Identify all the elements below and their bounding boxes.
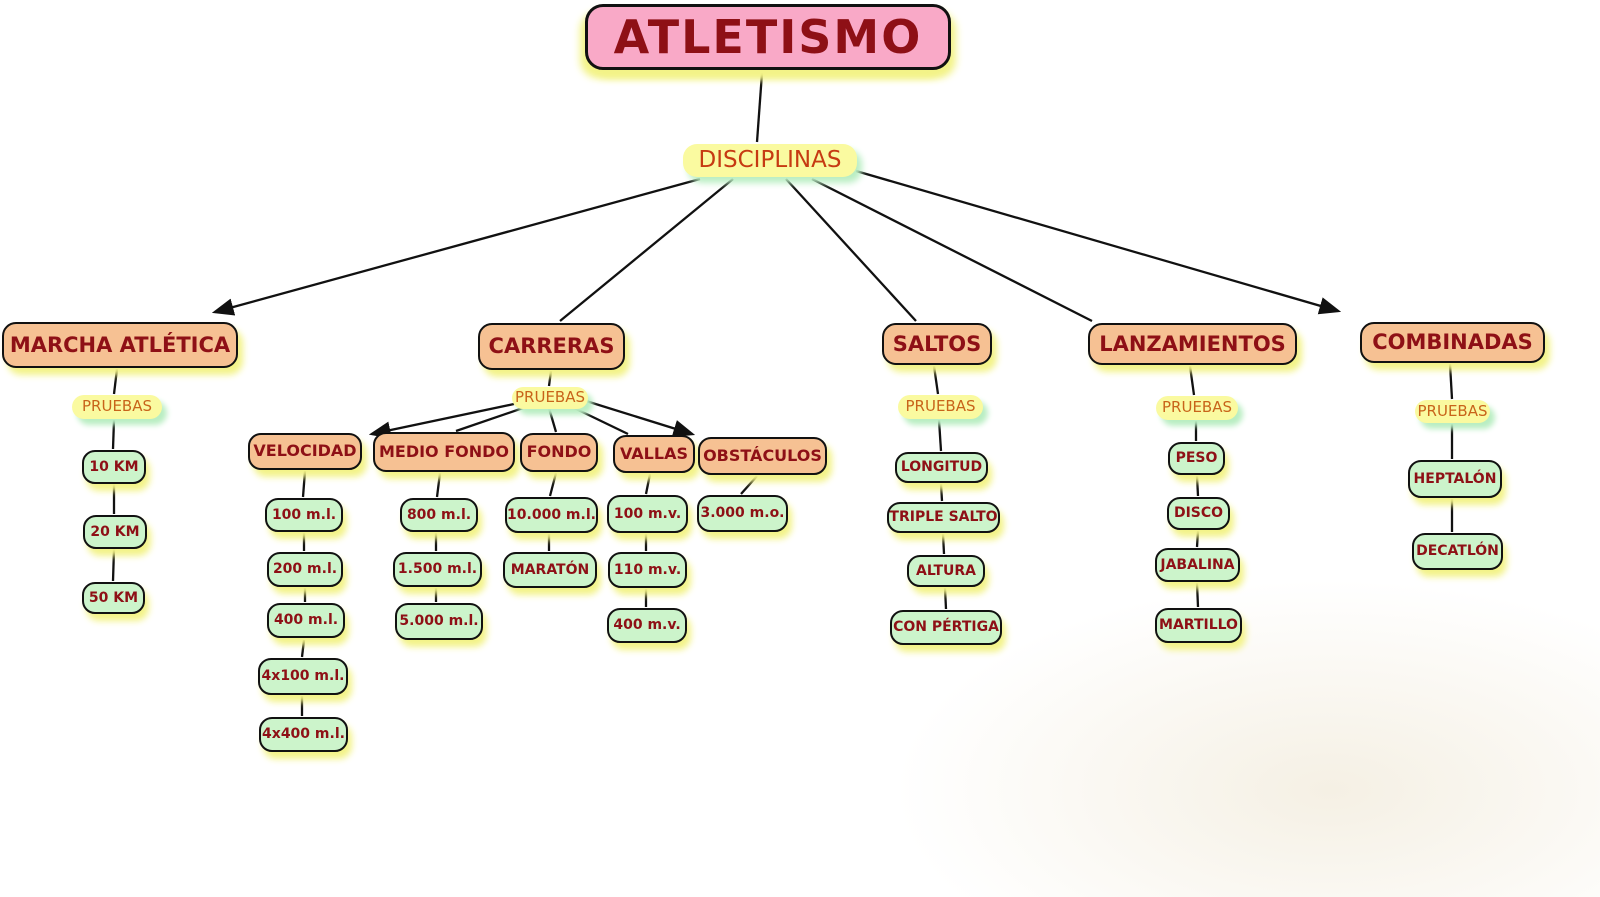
node-100-ml: 100 m.l. (265, 498, 343, 532)
node-saltos: SALTOS (882, 323, 992, 365)
node-10000-ml: 10.000 m.l. (505, 497, 598, 533)
node-10-km: 10 KM (82, 450, 146, 484)
node-20-km: 20 KM (83, 515, 147, 549)
node-obstaculos: OBSTÁCULOS (698, 437, 827, 475)
node-4x400-ml: 4x400 m.l. (259, 717, 348, 752)
node-triple-salto: TRIPLE SALTO (887, 502, 1000, 533)
node-marcha-atletica: MARCHA ATLÉTICA (2, 322, 238, 368)
node-decatlon: DECATLÓN (1412, 533, 1503, 570)
node-110-mv: 110 m.v. (608, 552, 687, 588)
node-velocidad: VELOCIDAD (248, 433, 362, 470)
node-carreras: CARRERAS (478, 323, 625, 370)
node-lanzamientos: LANZAMIENTOS (1088, 323, 1297, 365)
node-100-mv: 100 m.v. (607, 495, 688, 533)
node-heptalon: HEPTALÓN (1408, 460, 1502, 498)
node-martillo: MARTILLO (1155, 608, 1242, 643)
node-disco: DISCO (1167, 497, 1230, 530)
node-peso: PESO (1168, 442, 1225, 475)
node-800-ml: 800 m.l. (400, 498, 478, 532)
node-jabalina: JABALINA (1155, 548, 1240, 582)
node-vallas: VALLAS (613, 435, 695, 473)
node-medio-fondo: MEDIO FONDO (373, 432, 515, 472)
node-400-mv: 400 m.v. (607, 608, 687, 643)
node-disciplinas: DISCIPLINAS (683, 144, 857, 177)
node-longitud: LONGITUD (895, 452, 988, 483)
node-3000-mo: 3.000 m.o. (697, 495, 788, 532)
node-altura: ALTURA (907, 555, 985, 587)
page-title: ATLETISMO (585, 4, 951, 70)
node-5000-ml: 5.000 m.l. (395, 603, 483, 640)
node-pruebas-saltos: PRUEBAS (898, 395, 983, 419)
node-pruebas-combinadas: PRUEBAS (1415, 400, 1490, 423)
node-fondo: FONDO (520, 433, 598, 472)
node-pruebas-lanzamientos: PRUEBAS (1156, 396, 1238, 420)
node-400-ml: 400 m.l. (267, 603, 345, 638)
node-pruebas-marcha: PRUEBAS (72, 395, 162, 419)
node-maraton: MARATÓN (503, 552, 597, 588)
node-1500-ml: 1.500 m.l. (393, 552, 482, 587)
node-combinadas: COMBINADAS (1360, 322, 1545, 363)
node-4x100-ml: 4x100 m.l. (258, 658, 348, 695)
node-200-ml: 200 m.l. (267, 552, 343, 587)
node-con-pertiga: CON PÉRTIGA (890, 610, 1002, 645)
node-50-km: 50 KM (82, 582, 145, 614)
node-pruebas-carreras: PRUEBAS (512, 387, 588, 409)
